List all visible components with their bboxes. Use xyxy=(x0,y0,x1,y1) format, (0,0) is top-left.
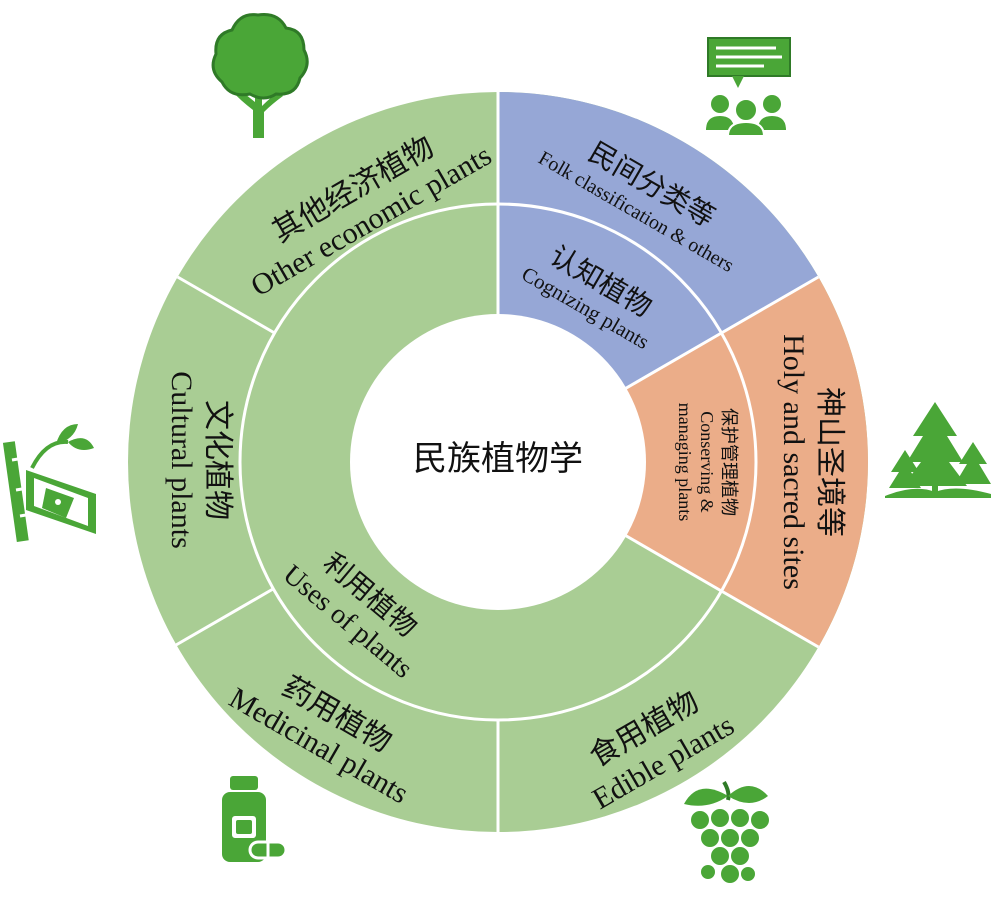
grapes-icon xyxy=(684,782,770,884)
center-label: 民族植物学 xyxy=(413,440,583,478)
cultural-zh: 文化植物 xyxy=(201,400,234,520)
divider-300 xyxy=(176,275,276,335)
group-discussion-icon xyxy=(706,38,790,136)
cultural-en: Cultural plants xyxy=(165,371,198,548)
conserving-en-2: managing plants xyxy=(675,403,695,521)
pine-forest-icon xyxy=(885,402,991,498)
medicine-bottle-icon xyxy=(222,776,286,862)
conserving-en-1: Conserving & xyxy=(697,411,717,513)
holy-en: Holy and sacred sites xyxy=(777,334,810,590)
outer-label-cultural: 文化植物 Cultural plants xyxy=(165,371,234,548)
divider-120 xyxy=(720,589,820,649)
bamboo-scroll-icon xyxy=(2,424,96,542)
center-circle xyxy=(350,314,646,610)
holy-zh: 神山圣境等 xyxy=(813,387,846,537)
outer-label-holy: 神山圣境等 Holy and sacred sites xyxy=(777,334,846,590)
divider-60 xyxy=(720,275,820,335)
conserving-zh: 保护管理植物 xyxy=(719,408,739,516)
divider-240 xyxy=(175,587,274,647)
inner-label-conserving: 保护管理植物 Conserving & managing plants xyxy=(675,403,739,521)
tree-icon xyxy=(213,15,307,138)
